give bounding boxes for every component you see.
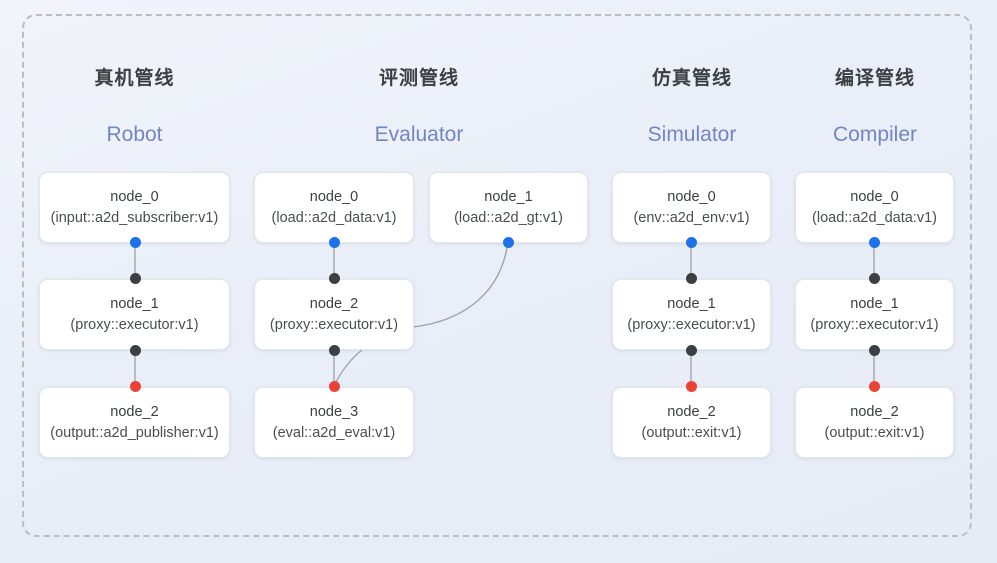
port-middle-robot-1-bottom[interactable] bbox=[129, 344, 141, 356]
port-middle-compiler-1-bottom[interactable] bbox=[868, 344, 880, 356]
column-title-en-robot: Robot bbox=[106, 123, 163, 146]
node-name: node_2 bbox=[110, 403, 159, 420]
node-name: node_1 bbox=[667, 295, 716, 312]
node-evaluator-2[interactable]: node_2 (proxy::executor:v1) bbox=[254, 279, 414, 350]
node-name: node_2 bbox=[309, 295, 359, 312]
node-spec: (proxy::executor:v1) bbox=[627, 316, 756, 333]
node-compiler-0[interactable]: node_0 (load::a2d_data:v1) bbox=[795, 172, 954, 243]
column-title-en-compiler: Compiler bbox=[832, 123, 918, 146]
node-name: node_1 bbox=[110, 295, 159, 312]
port-middle-robot-1-top[interactable] bbox=[129, 272, 141, 284]
port-output-simulator-2[interactable] bbox=[685, 380, 697, 392]
port-input-evaluator-0[interactable] bbox=[328, 236, 340, 248]
column-title-en-simulator: Simulator bbox=[647, 123, 737, 146]
port-middle-simulator-1-bottom[interactable] bbox=[685, 344, 697, 356]
node-spec: (output::exit:v1) bbox=[824, 424, 925, 441]
node-evaluator-1[interactable]: node_1 (load::a2d_gt:v1) bbox=[429, 172, 588, 243]
node-spec: (proxy::executor:v1) bbox=[269, 316, 399, 333]
node-spec: (proxy::executor:v1) bbox=[810, 316, 939, 333]
column-title-cn-simulator: 仿真管线 bbox=[651, 68, 732, 89]
node-compiler-1[interactable]: node_1 (proxy::executor:v1) bbox=[795, 279, 954, 350]
port-middle-evaluator-2-bottom[interactable] bbox=[328, 344, 340, 356]
node-robot-2[interactable]: node_2 (output::a2d_publisher:v1) bbox=[39, 387, 230, 458]
node-spec: (load::a2d_data:v1) bbox=[812, 209, 937, 226]
node-spec: (load::a2d_data:v1) bbox=[271, 209, 397, 226]
node-robot-1[interactable]: node_1 (proxy::executor:v1) bbox=[39, 279, 230, 350]
node-compiler-2[interactable]: node_2 (output::exit:v1) bbox=[795, 387, 954, 458]
node-simulator-1[interactable]: node_1 (proxy::executor:v1) bbox=[612, 279, 771, 350]
node-name: node_2 bbox=[667, 403, 716, 420]
node-spec: (env::a2d_env:v1) bbox=[633, 209, 750, 226]
node-name: node_3 bbox=[309, 403, 359, 420]
port-middle-evaluator-2-top[interactable] bbox=[328, 272, 340, 284]
node-evaluator-0[interactable]: node_0 (load::a2d_data:v1) bbox=[254, 172, 414, 243]
node-spec: (proxy::executor:v1) bbox=[70, 316, 199, 333]
node-spec: (input::a2d_subscriber:v1) bbox=[50, 209, 219, 226]
column-title-cn-compiler: 编译管线 bbox=[834, 68, 915, 89]
node-name: node_1 bbox=[850, 295, 899, 312]
port-input-evaluator-1[interactable] bbox=[502, 236, 514, 248]
port-input-simulator-0[interactable] bbox=[685, 236, 697, 248]
column-title-cn-evaluator: 评测管线 bbox=[378, 68, 459, 89]
port-output-robot-2[interactable] bbox=[129, 380, 141, 392]
port-input-robot-0[interactable] bbox=[129, 236, 141, 248]
column-title-en-evaluator: Evaluator bbox=[374, 123, 464, 146]
node-name: node_0 bbox=[667, 188, 716, 205]
node-robot-0[interactable]: node_0 (input::a2d_subscriber:v1) bbox=[39, 172, 230, 243]
column-title-cn-robot: 真机管线 bbox=[94, 68, 175, 89]
port-middle-compiler-1-top[interactable] bbox=[868, 272, 880, 284]
node-spec: (output::a2d_publisher:v1) bbox=[50, 424, 219, 441]
node-simulator-0[interactable]: node_0 (env::a2d_env:v1) bbox=[612, 172, 771, 243]
node-name: node_2 bbox=[850, 403, 899, 420]
node-simulator-2[interactable]: node_2 (output::exit:v1) bbox=[612, 387, 771, 458]
port-input-compiler-0[interactable] bbox=[868, 236, 880, 248]
port-output-compiler-2[interactable] bbox=[868, 380, 880, 392]
node-spec: (output::exit:v1) bbox=[641, 424, 742, 441]
node-spec: (eval::a2d_eval:v1) bbox=[272, 424, 396, 441]
port-middle-simulator-1-top[interactable] bbox=[685, 272, 697, 284]
port-output-evaluator-3[interactable] bbox=[328, 380, 340, 392]
node-name: node_0 bbox=[309, 188, 359, 205]
diagram-dashed-frame bbox=[22, 14, 972, 537]
node-evaluator-3[interactable]: node_3 (eval::a2d_eval:v1) bbox=[254, 387, 414, 458]
node-spec: (load::a2d_gt:v1) bbox=[454, 209, 563, 226]
node-name: node_0 bbox=[110, 188, 159, 205]
node-name: node_1 bbox=[484, 188, 533, 205]
node-name: node_0 bbox=[850, 188, 899, 205]
